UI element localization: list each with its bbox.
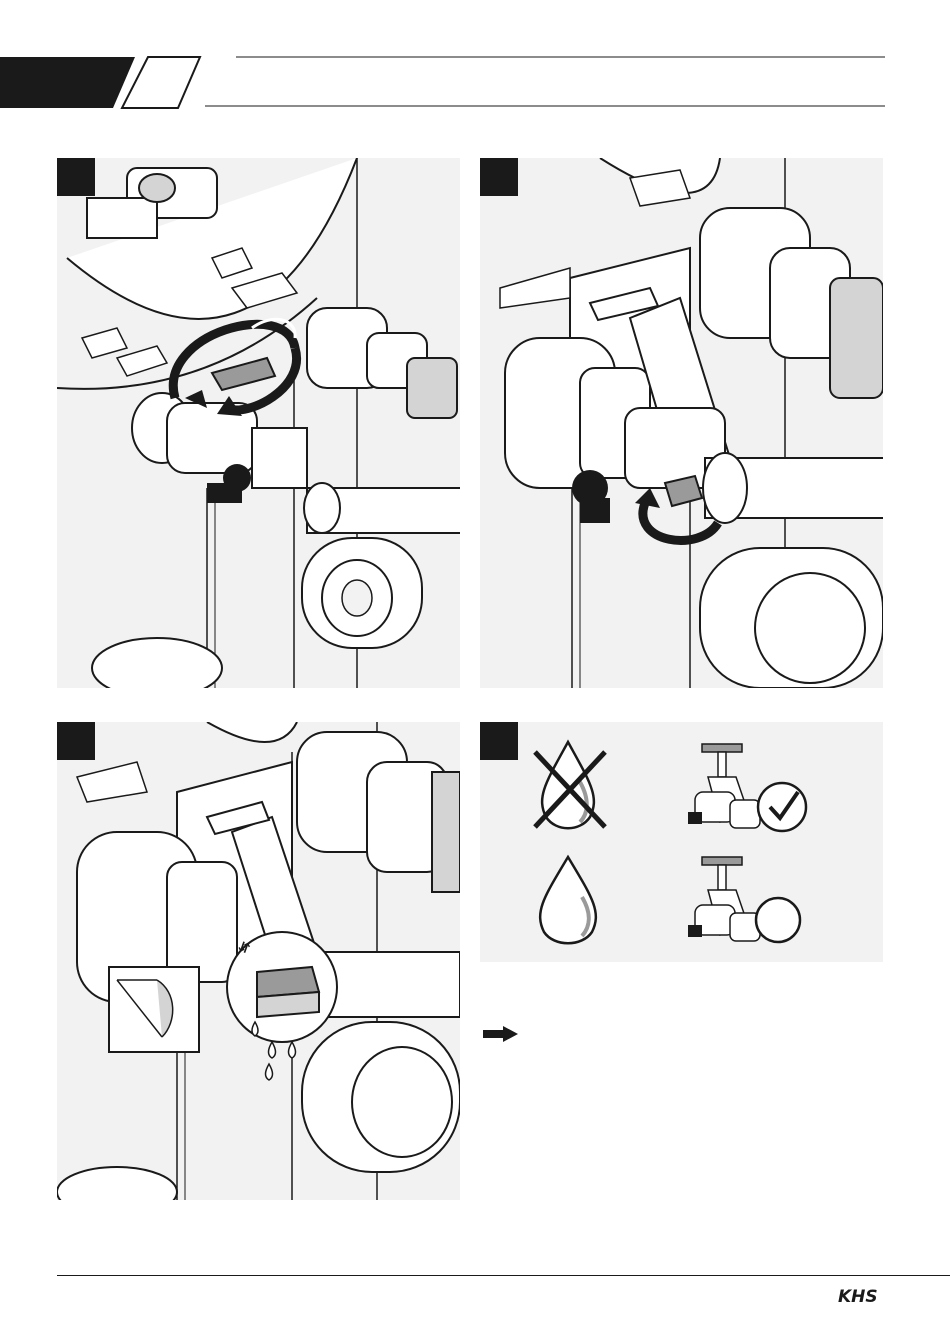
step-3-panel: ⇵ <box>57 722 460 1200</box>
step-2-illustration <box>480 158 883 688</box>
step-2-number-box <box>480 158 518 196</box>
step-4-panel <box>480 722 883 962</box>
footer-rule <box>57 1275 950 1276</box>
chapter-tab-dark <box>0 57 135 108</box>
arrow-right-icon <box>483 1026 518 1042</box>
step-1-number-box <box>57 158 95 196</box>
step-4-number-box <box>480 722 518 760</box>
step-2-panel <box>480 158 883 688</box>
step-4-illustration <box>480 722 883 962</box>
valve-check-icon <box>688 744 806 831</box>
step-3-number-box <box>57 722 95 760</box>
no-water-icon <box>535 742 605 828</box>
step-3-illustration: ⇵ <box>57 722 460 1200</box>
header-graphic <box>0 0 950 120</box>
valve-pending-icon <box>688 857 800 942</box>
step-1-illustration <box>57 158 460 688</box>
header <box>0 0 950 120</box>
water-drop-icon <box>540 857 596 943</box>
chapter-tab-outline <box>122 57 200 108</box>
khs-logo: KHS <box>838 1287 878 1307</box>
step-1-panel <box>57 158 460 688</box>
